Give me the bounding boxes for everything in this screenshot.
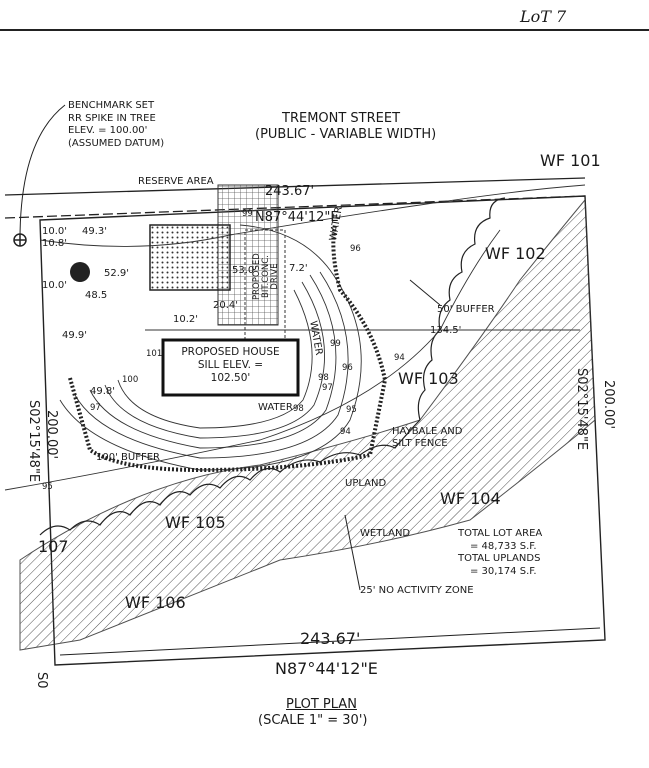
benchmark-line: BENCHMARK SET [68,100,155,111]
lot-area-label: TOTAL LOT AREA [458,528,543,539]
water-label-bottom: WATER [258,402,293,413]
left-bearing: S02°15'48"E [26,400,41,483]
contour-label: 96 [350,244,361,254]
rear-dimension: 243.67' [300,629,361,648]
silt-fence [68,224,388,473]
wetland-label: WETLAND [360,528,411,539]
dim-label: 53.0' [232,265,258,276]
dim-label: 48.5 [85,290,108,301]
front-bearing: N87°44'12"E [255,210,339,225]
dim-label: 20.4' [213,300,239,311]
benchmark-note: BENCHMARK SET RR SPIKE IN TREE ELEV. = 1… [68,100,164,150]
septic-field [149,224,231,291]
benchmark-leader [19,104,66,241]
lot-area-value: = 48,733 S.F. [470,540,537,552]
buffer-50-label: 50' BUFFER [437,304,495,315]
no-activity-leader [344,514,361,591]
contour-label: 94 [340,427,351,437]
left-dimension: 200.00' [44,410,59,460]
wf-106-label: WF 106 [125,593,186,612]
contour-label: 94 [394,353,405,363]
dim-label: 134.5' [430,325,462,336]
area-summary: TOTAL LOT AREA = 48,733 S.F. TOTAL UPLAN… [458,528,542,578]
street-name: TREMONT STREET [282,111,401,126]
dim-label: 10.2' [173,314,199,325]
wf-104-label: WF 104 [440,489,501,508]
haybale-note: HAYBALE AND SILT FENCE [392,426,462,450]
contour-label: 95 [42,482,53,492]
contour-label: 95 [346,405,357,415]
contour-label: 98 [318,373,329,383]
house-sill: SILL ELEV. = [197,359,264,372]
contour-label: 99 [330,339,341,349]
right-dimension: 200.00' [601,380,616,430]
wf-107-label: 107 [38,537,69,556]
uplands-label: TOTAL UPLANDS [458,553,541,564]
wf-103-label: WF 103 [398,369,459,388]
contour-label: 101 [146,349,163,359]
driveway-label: PROPOSED BIT.CONC. DRIVE [252,253,280,300]
contour-label: 99 [242,209,253,219]
haybale-line: SILT FENCE [392,438,448,449]
left-bearing-fragment: S0 [34,672,49,689]
wf-105-label: WF 105 [165,513,226,532]
benchmark-crosshair [14,234,26,246]
dim-label: 10.0' [42,226,68,237]
wf-102-label: WF 102 [485,244,546,263]
rear-dim-line [59,627,601,656]
proposed-house [161,338,300,397]
contour-label: 96 [342,363,353,373]
reserve-area-label: RESERVE AREA [138,176,214,187]
well-symbol [70,262,90,282]
street-type: (PUBLIC - VARIABLE WIDTH) [255,127,437,142]
street-edge-north [4,177,586,196]
house-title: PROPOSED HOUSE [181,346,280,358]
benchmark-line: (ASSUMED DATUM) [68,137,165,149]
driveway-line: DRIVE [269,263,280,290]
plan-scale: (SCALE 1" = 30') [258,713,368,728]
dim-label: 52.9' [104,268,130,279]
no-activity-label: 25' NO ACTIVITY ZONE [360,585,474,596]
rear-bearing: N87°44'12"E [275,659,378,678]
house-label: PROPOSED HOUSE SILL ELEV. = 102.50' [163,346,298,385]
dim-label: 10.0' [42,280,68,291]
buffer-leader [409,279,441,306]
contour-label: 97 [90,403,101,413]
contour-label: 100 [122,375,139,385]
contour-label: 97 [322,383,333,393]
contour-lines [4,184,586,491]
contour-label: 98 [293,404,304,414]
lot-boundary [39,195,606,666]
haybale-line: HAYBALE AND [392,426,463,437]
dim-label: 49.3' [82,226,108,237]
front-dimension: 243.67' [265,184,315,199]
wetland-line-upper [417,197,506,421]
benchmark-line: ELEV. = 100.00' [68,125,148,136]
dim-label: 10.8' [42,238,68,249]
wf-101-label: WF 101 [540,151,601,170]
right-bearing: S02°15'48"E [574,368,589,451]
lot-label: LoT 7 [520,7,567,26]
benchmark-line: RR SPIKE IN TREE [68,112,156,124]
dim-label: 49.9' [62,330,88,341]
plan-title: PLOT PLAN [286,697,357,712]
upland-label: UPLAND [345,478,387,489]
dim-label: 7.2' [289,263,308,274]
dim-label: 49.8' [90,386,116,397]
wetland-area [19,198,596,651]
uplands-value: = 30,174 S.F. [470,565,537,577]
house-elev: 102.50' [210,372,251,385]
buffer-100-label: 100' BUFFER [96,452,160,463]
